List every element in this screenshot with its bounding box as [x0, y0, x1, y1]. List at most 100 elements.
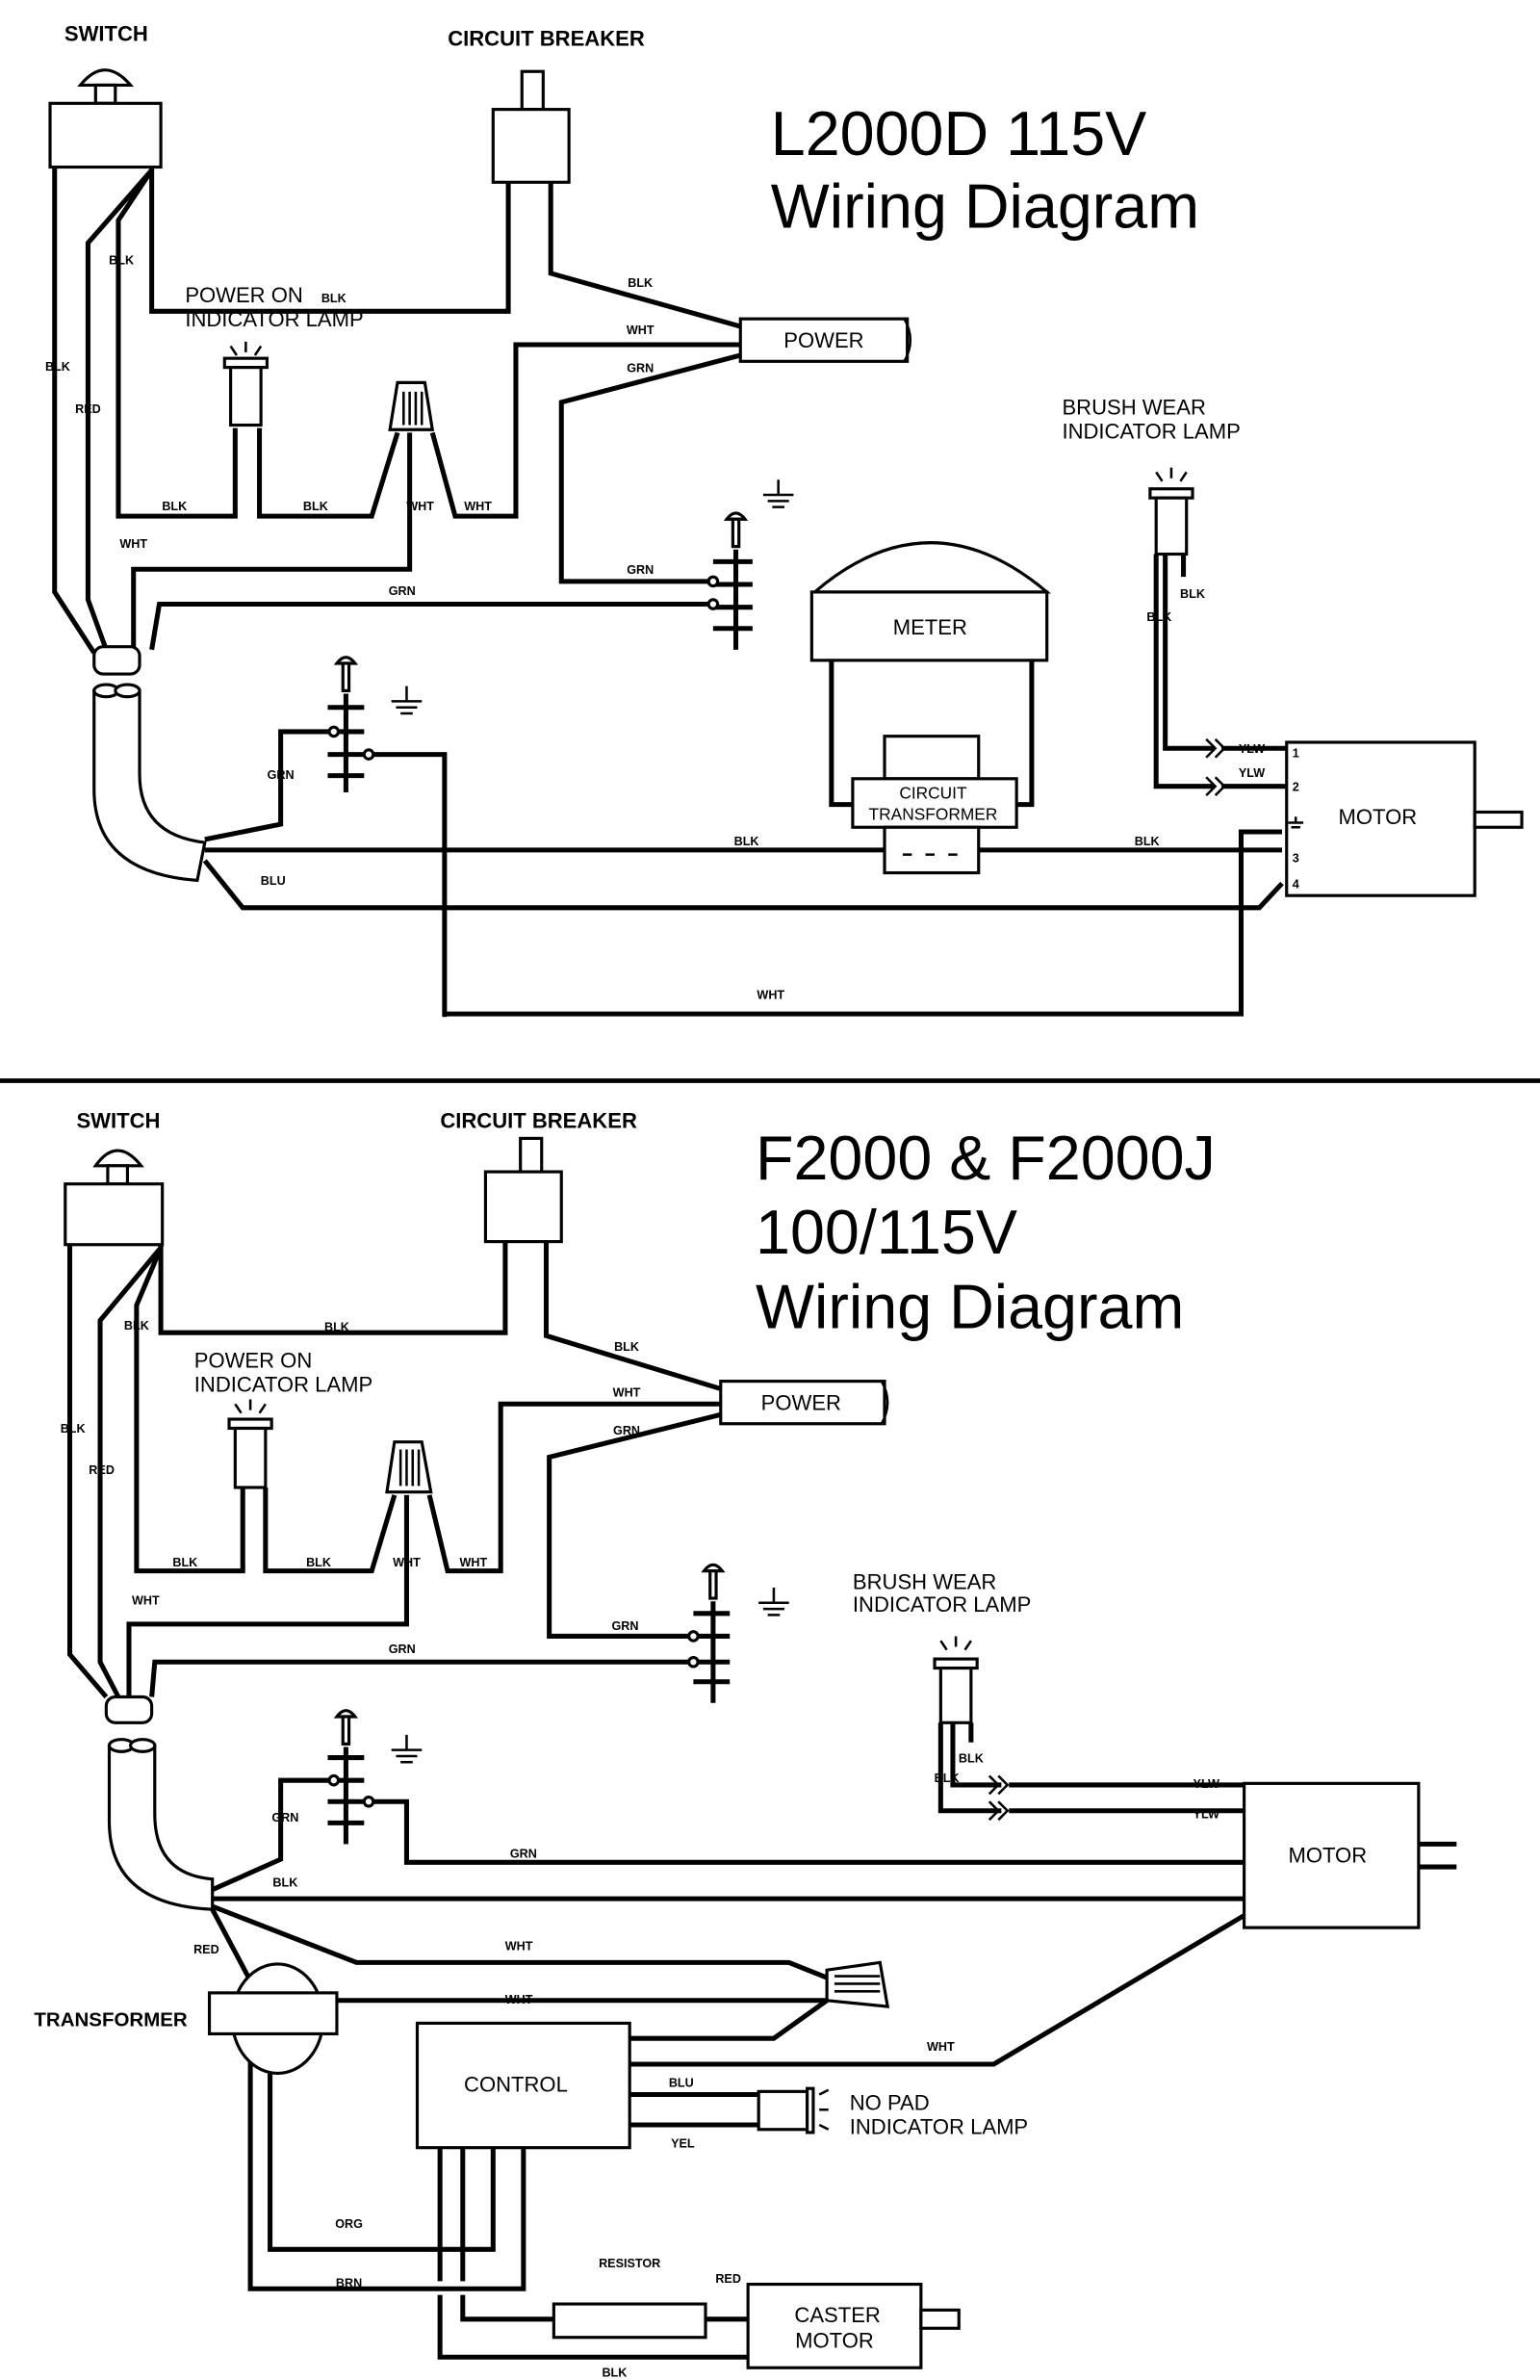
wire-label: BLK	[614, 1340, 639, 1354]
wire-label: WHT	[119, 537, 147, 551]
ground-symbol-icon	[391, 1734, 423, 1764]
wire-label: BLK	[306, 1556, 331, 1569]
motor	[1243, 1781, 1457, 1929]
brush-lamp-label: BRUSH WEAR	[853, 1570, 996, 1594]
wire-label: WHT	[505, 1940, 533, 1953]
wire-label: BLK	[272, 1876, 297, 1890]
switch	[64, 1149, 165, 1247]
no-pad-lamp-label: NO PAD	[850, 2090, 930, 2114]
diagram-title-line3: Wiring Diagram	[756, 1271, 1184, 1341]
brush-lamp-label: BRUSH WEAR	[1062, 395, 1205, 419]
wire-label: BLK	[124, 1319, 149, 1332]
wire-label: YEL	[671, 2137, 695, 2151]
wire-label: BLK	[1135, 835, 1160, 848]
ground-symbol-icon	[762, 479, 794, 508]
power-on-lamp	[227, 1399, 273, 1489]
wire-label: BRN	[336, 2277, 362, 2290]
switch-label: SWITCH	[76, 1108, 160, 1132]
wire-label: RED	[715, 2272, 741, 2286]
caster-motor	[746, 2282, 961, 2369]
f2000-diagram: F2000 & F2000J 100/115V Wiring Diagram S…	[34, 1108, 1457, 2380]
terminal-3: 3	[1293, 852, 1299, 866]
wire-label: WHT	[757, 988, 784, 1001]
terminal-4: 4	[1293, 877, 1299, 891]
wire-label: GRN	[613, 1424, 640, 1437]
wire-label: WHT	[627, 323, 654, 337]
wire-label: YLW	[1239, 742, 1265, 756]
cable-bundle	[92, 645, 207, 883]
wire-label: WHT	[459, 1556, 487, 1569]
wire-label: WHT	[464, 500, 492, 513]
circuit-breaker-label: CIRCUIT BREAKER	[448, 26, 645, 50]
no-pad-lamp	[757, 2086, 830, 2134]
ground-symbol-icon	[391, 686, 423, 715]
wire-label: BLK	[628, 276, 653, 290]
wire-label: GRN	[611, 1619, 638, 1633]
wire-nut	[385, 1440, 433, 1494]
caster-motor-label: CASTER	[794, 2303, 880, 2327]
ground-screw	[706, 511, 753, 650]
wire-label: BLK	[61, 1422, 86, 1436]
brush-wear-lamp	[1148, 467, 1194, 556]
transformer	[207, 1962, 339, 2076]
wire-label: GRN	[627, 563, 654, 577]
wire-label: BLU	[669, 2077, 694, 2090]
wire-label: BLK	[734, 835, 759, 848]
circuit-transformer	[851, 735, 1018, 875]
brush-lamp-label-2: INDICATOR LAMP	[853, 1592, 1031, 1617]
ground-screw	[327, 1709, 375, 1845]
power-lamp-label-2: INDICATOR LAMP	[194, 1373, 372, 1397]
control-module	[415, 2021, 631, 2150]
wire-label: WHT	[132, 1593, 160, 1607]
motor-label: MOTOR	[1288, 1843, 1367, 1867]
circuit-breaker-label: CIRCUIT BREAKER	[440, 1108, 637, 1132]
circuit-transformer-label-2: TRANSFORMER	[869, 804, 998, 823]
ground-screw	[687, 1563, 731, 1703]
terminal-1: 1	[1293, 747, 1299, 761]
wire-label: BLK	[321, 292, 346, 305]
wire-label: RED	[75, 402, 101, 416]
power-label: POWER	[761, 1391, 841, 1415]
diagram-title: L2000D 115V	[771, 98, 1146, 168]
wire-label: BLK	[1180, 587, 1205, 601]
wire-label: BLK	[45, 360, 70, 374]
brush-wear-lamp	[933, 1636, 979, 1724]
ground-symbol-icon	[758, 1588, 789, 1617]
meter	[809, 541, 1051, 808]
no-pad-lamp-label-2: INDICATOR LAMP	[850, 2114, 1028, 2138]
motor	[1285, 740, 1524, 897]
wire-label: RED	[89, 1463, 115, 1477]
wire-label: BLK	[935, 1772, 960, 1785]
power-lamp-label-2: INDICATOR LAMP	[185, 307, 363, 331]
resistor	[552, 2302, 707, 2340]
circuit-transformer-label: CIRCUIT	[899, 783, 967, 802]
wire-label: BLK	[172, 1556, 197, 1569]
transformer-label: TRANSFORMER	[34, 2009, 188, 2031]
power-cord	[738, 317, 912, 363]
diagram-title-line2: Wiring Diagram	[771, 171, 1199, 242]
resistor-label: RESISTOR	[599, 2257, 660, 2270]
caster-motor-label-2: MOTOR	[795, 2329, 874, 2353]
wire-label: ORG	[335, 2217, 363, 2231]
ground-screw	[327, 656, 375, 792]
motor-label: MOTOR	[1339, 805, 1418, 829]
brush-lamp-label-2: INDICATOR LAMP	[1062, 420, 1240, 444]
power-lamp-label: POWER ON	[194, 1348, 313, 1372]
wire-label: RED	[193, 1943, 219, 1956]
wire-label: GRN	[510, 1848, 537, 1861]
switch-label: SWITCH	[64, 22, 148, 46]
circuit-breaker	[491, 69, 571, 184]
power-cord	[719, 1380, 889, 1426]
cable-bundle	[104, 1694, 215, 1911]
wire-label: YLW	[1194, 1777, 1219, 1791]
wire-label: WHT	[393, 1556, 421, 1569]
wire-label: WHT	[927, 2040, 955, 2054]
wire-label: YLW	[1194, 1808, 1219, 1822]
wire-label: BLK	[959, 1751, 984, 1765]
wire-label: BLK	[1146, 610, 1171, 624]
terminal-2: 2	[1293, 780, 1299, 793]
wire-label: WHT	[406, 500, 434, 513]
wire-label: BLK	[602, 2367, 627, 2380]
wire-nut	[825, 1960, 890, 2008]
